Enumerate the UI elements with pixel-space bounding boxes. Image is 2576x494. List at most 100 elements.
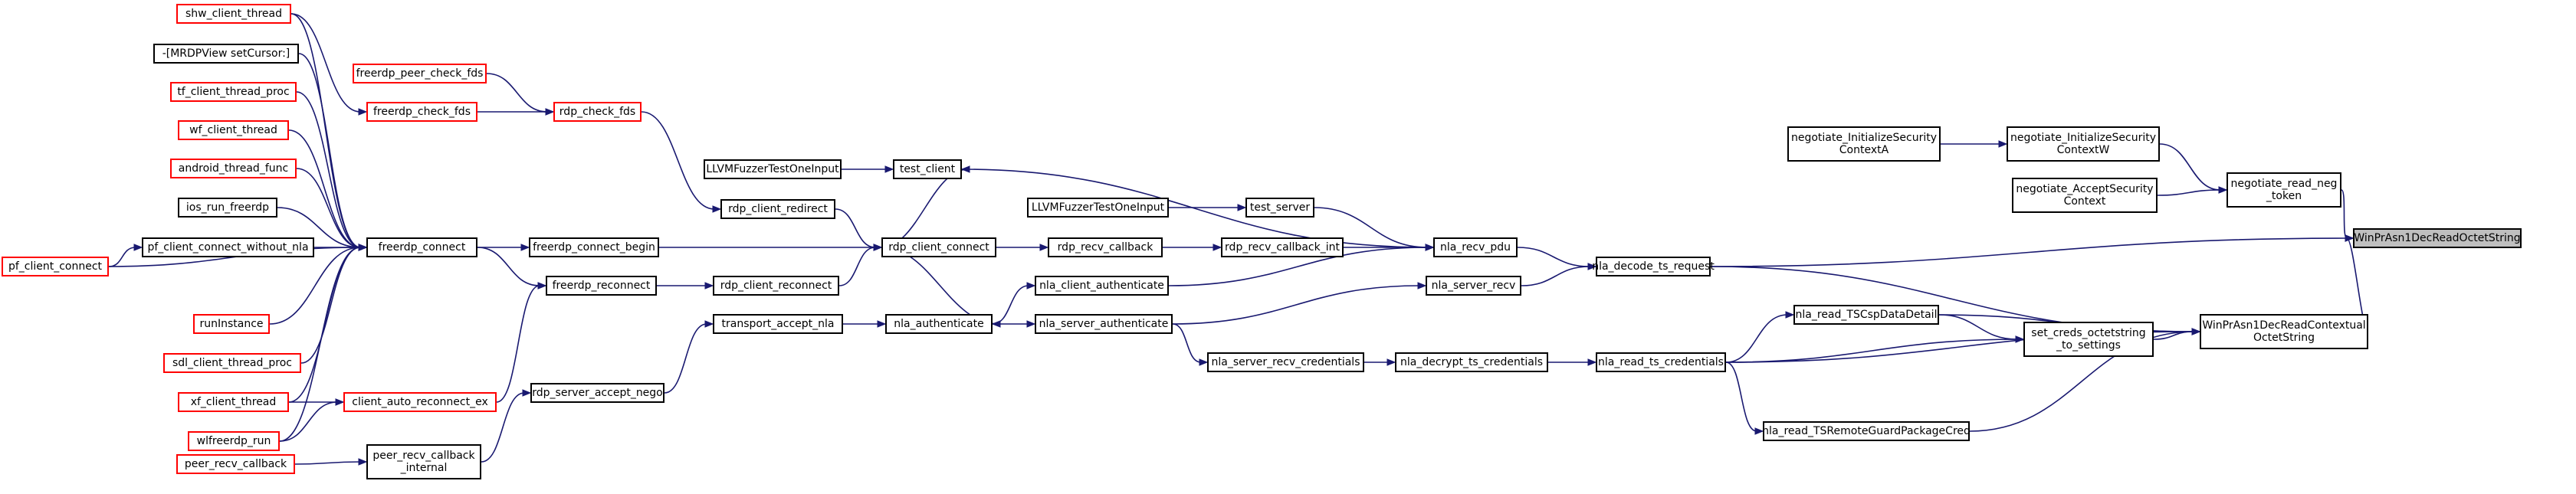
node-llvmfuzzertestoneinput-2[interactable]: LLVMFuzzerTestOneInput xyxy=(1027,198,1169,218)
node-runinstance[interactable]: runInstance xyxy=(193,314,270,334)
edge-pf_client_connect-to-pf_client_connect_without_nla xyxy=(108,247,136,267)
node-nla-read-tsremoteguardpackagecred[interactable]: nla_read_TSRemoteGuardPackageCred xyxy=(1762,421,1971,441)
node-label: xf_client_thread xyxy=(190,396,277,408)
node-nla-server-authenticate[interactable]: nla_server_authenticate xyxy=(1035,314,1173,334)
node-label: nla_decrypt_ts_credentials xyxy=(1400,356,1543,368)
edge-arrowhead xyxy=(2345,234,2354,242)
edge-nla_read_ts_credentials-to-nla_read_tsremoteguardpackagecred xyxy=(1725,362,1757,432)
node-label: transport_accept_nla xyxy=(721,318,835,330)
node-nla-server-recv-credentials[interactable]: nla_server_recv_credentials xyxy=(1207,352,1364,372)
node-negotiate-read-neg-token[interactable]: negotiate_read_neg _token xyxy=(2227,172,2341,208)
edge-shw_client_thread-to-freerdp_check_fds xyxy=(290,13,361,113)
edge-arrowhead xyxy=(358,108,368,116)
node-transport-accept-nla[interactable]: transport_accept_nla xyxy=(713,314,843,334)
edge-arrowhead xyxy=(877,320,887,328)
node-llvmfuzzertestoneinput-1[interactable]: LLVMFuzzerTestOneInput xyxy=(704,159,842,179)
edge-rdp_client_redirect-to-rdp_client_connect xyxy=(835,208,876,248)
node-label: nla_read_TSRemoteGuardPackageCred xyxy=(1762,425,1971,437)
node-label: freerdp_peer_check_fds xyxy=(356,67,484,80)
node-winprasn1decreadcontextualoctetstring[interactable]: WinPrAsn1DecReadContextual OctetString xyxy=(2200,314,2368,349)
node-rdp-client-reconnect[interactable]: rdp_client_reconnect xyxy=(713,276,839,296)
node-label: freerdp_reconnect xyxy=(552,280,651,292)
edge-peer_recv_callback_internal-to-rdp_server_accept_nego xyxy=(481,392,525,463)
edge-nla_client_authenticate-to-nla_recv_pdu xyxy=(1168,247,1428,286)
node-peer-recv-callback-internal[interactable]: peer_recv_callback _internal xyxy=(366,444,481,479)
edge-arrowhead xyxy=(873,244,883,251)
node-rdp-client-connect[interactable]: rdp_client_connect xyxy=(881,237,996,257)
node-rdp-recv-callback[interactable]: rdp_recv_callback xyxy=(1048,237,1163,257)
node-nla-client-authenticate[interactable]: nla_client_authenticate xyxy=(1035,276,1169,296)
node-freerdp-peer-check-fds[interactable]: freerdp_peer_check_fds xyxy=(353,64,487,83)
node-nla-authenticate[interactable]: nla_authenticate xyxy=(885,314,993,334)
node-label: client_auto_reconnect_ex xyxy=(352,396,488,408)
node-label: -[MRDPView setCursor:] xyxy=(162,47,290,60)
node-negotiate-acceptsecuritycontext[interactable]: negotiate_AcceptSecurity Context xyxy=(2012,178,2158,213)
node-rdp-check-fds[interactable]: rdp_check_fds xyxy=(553,102,642,122)
node-wf-client-thread[interactable]: wf_client_thread xyxy=(178,120,289,140)
node-root[interactable]: WinPrAsn1DecReadOctetString xyxy=(2353,228,2522,248)
node-label: runInstance xyxy=(199,318,264,330)
node-test-server[interactable]: test_server xyxy=(1245,198,1314,218)
node-shw-client-thread[interactable]: shw_client_thread xyxy=(176,4,291,24)
node-sdl-client-thread-proc[interactable]: sdl_client_thread_proc xyxy=(163,353,301,373)
node-negotiate-initializesecuritycontextw[interactable]: negotiate_InitializeSecurity ContextW xyxy=(2007,126,2160,162)
edge-tf_client_thread_proc-to-freerdp_connect xyxy=(296,91,361,248)
node-pf-client-connect[interactable]: pf_client_connect xyxy=(2,257,109,276)
edge-nla_read_tsremoteguardpackagecred-to-winprasn1decreadcontextualoctetstring xyxy=(1969,331,2194,432)
edge-runinstance-to-freerdp_connect xyxy=(269,247,361,325)
node-label: test_client xyxy=(899,163,956,175)
edge-arrowhead xyxy=(1213,244,1222,251)
edge-mrdpview_setcursor-to-freerdp_connect xyxy=(298,53,361,248)
edge-nla_read_ts_credentials-to-set_creds_octetstring_to_settings xyxy=(1725,339,2018,363)
node-freerdp-reconnect[interactable]: freerdp_reconnect xyxy=(546,276,657,296)
edge-arrowhead xyxy=(358,244,368,251)
node-ios-run-freerdp[interactable]: ios_run_freerdp xyxy=(178,198,277,218)
node-nla-decode-ts-request[interactable]: nla_decode_ts_request xyxy=(1592,257,1715,276)
edge-arrowhead xyxy=(712,205,722,213)
node-label: LLVMFuzzerTestOneInput xyxy=(1031,201,1165,214)
node-nla-recv-pdu[interactable]: nla_recv_pdu xyxy=(1433,237,1518,257)
edge-arrowhead xyxy=(335,398,345,406)
node-set-creds-octetstring-to-settings[interactable]: set_creds_octetstring _to_settings xyxy=(2023,322,2154,357)
node-xf-client-thread[interactable]: xf_client_thread xyxy=(178,392,289,412)
edge-arrowhead xyxy=(2218,186,2228,194)
node-test-client[interactable]: test_client xyxy=(893,159,962,179)
node-wlfreerdp-run[interactable]: wlfreerdp_run xyxy=(188,431,280,451)
edge-test_client-to-nla_recv_pdu xyxy=(961,168,1428,248)
node-rdp-client-redirect[interactable]: rdp_client_redirect xyxy=(720,199,835,219)
node-nla-server-recv[interactable]: nla_server_recv xyxy=(1426,276,1521,296)
node-nla-read-ts-credentials[interactable]: nla_read_ts_credentials xyxy=(1596,352,1726,372)
node-label: rdp_check_fds xyxy=(559,106,636,118)
node-label: freerdp_check_fds xyxy=(373,106,471,118)
node-freerdp-check-fds[interactable]: freerdp_check_fds xyxy=(366,102,477,122)
node-rdp-server-accept-nego[interactable]: rdp_server_accept_nego xyxy=(530,383,665,403)
node-freerdp-connect[interactable]: freerdp_connect xyxy=(366,237,477,257)
edge-arrowhead xyxy=(1026,282,1036,290)
node-client-auto-reconnect-ex[interactable]: client_auto_reconnect_ex xyxy=(343,392,497,412)
node-label: shw_client_thread xyxy=(185,8,282,20)
node-peer-recv-callback[interactable]: peer_recv_callback xyxy=(176,454,295,474)
node-freerdp-connect-begin[interactable]: freerdp_connect_begin xyxy=(529,237,659,257)
edge-wf_client_thread-to-freerdp_connect xyxy=(288,129,361,248)
node-tf-client-thread-proc[interactable]: tf_client_thread_proc xyxy=(170,82,297,102)
node-negotiate-initializesecuritycontexta[interactable]: negotiate_InitializeSecurity ContextA xyxy=(1787,126,1941,162)
node-label: freerdp_connect_begin xyxy=(533,241,655,254)
node-label: rdp_client_reconnect xyxy=(720,280,832,292)
node-label: freerdp_connect xyxy=(378,241,466,254)
node-nla-decrypt-ts-credentials[interactable]: nla_decrypt_ts_credentials xyxy=(1395,352,1548,372)
node-mrdpview-setcursor[interactable]: -[MRDPView setCursor:] xyxy=(153,44,299,64)
edge-arrowhead xyxy=(884,165,894,173)
edge-freerdp_connect-to-freerdp_reconnect xyxy=(477,247,540,286)
edge-arrowhead xyxy=(1425,244,1435,251)
node-label: nla_server_authenticate xyxy=(1039,318,1169,330)
edge-negotiate_read_neg_token-to-root xyxy=(2341,189,2348,239)
edge-arrowhead xyxy=(522,389,532,397)
node-rdp-recv-callback-int[interactable]: rdp_recv_callback_int xyxy=(1221,237,1344,257)
edge-arrowhead xyxy=(960,165,970,173)
node-android-thread-func[interactable]: android_thread_func xyxy=(170,159,297,178)
node-pf-client-connect-without-nla[interactable]: pf_client_connect_without_nla xyxy=(142,237,314,257)
node-nla-read-tscspdatadetail[interactable]: nla_read_TSCspDataDetail xyxy=(1793,305,1939,325)
edge-rdp_check_fds-to-rdp_client_redirect xyxy=(641,111,715,210)
